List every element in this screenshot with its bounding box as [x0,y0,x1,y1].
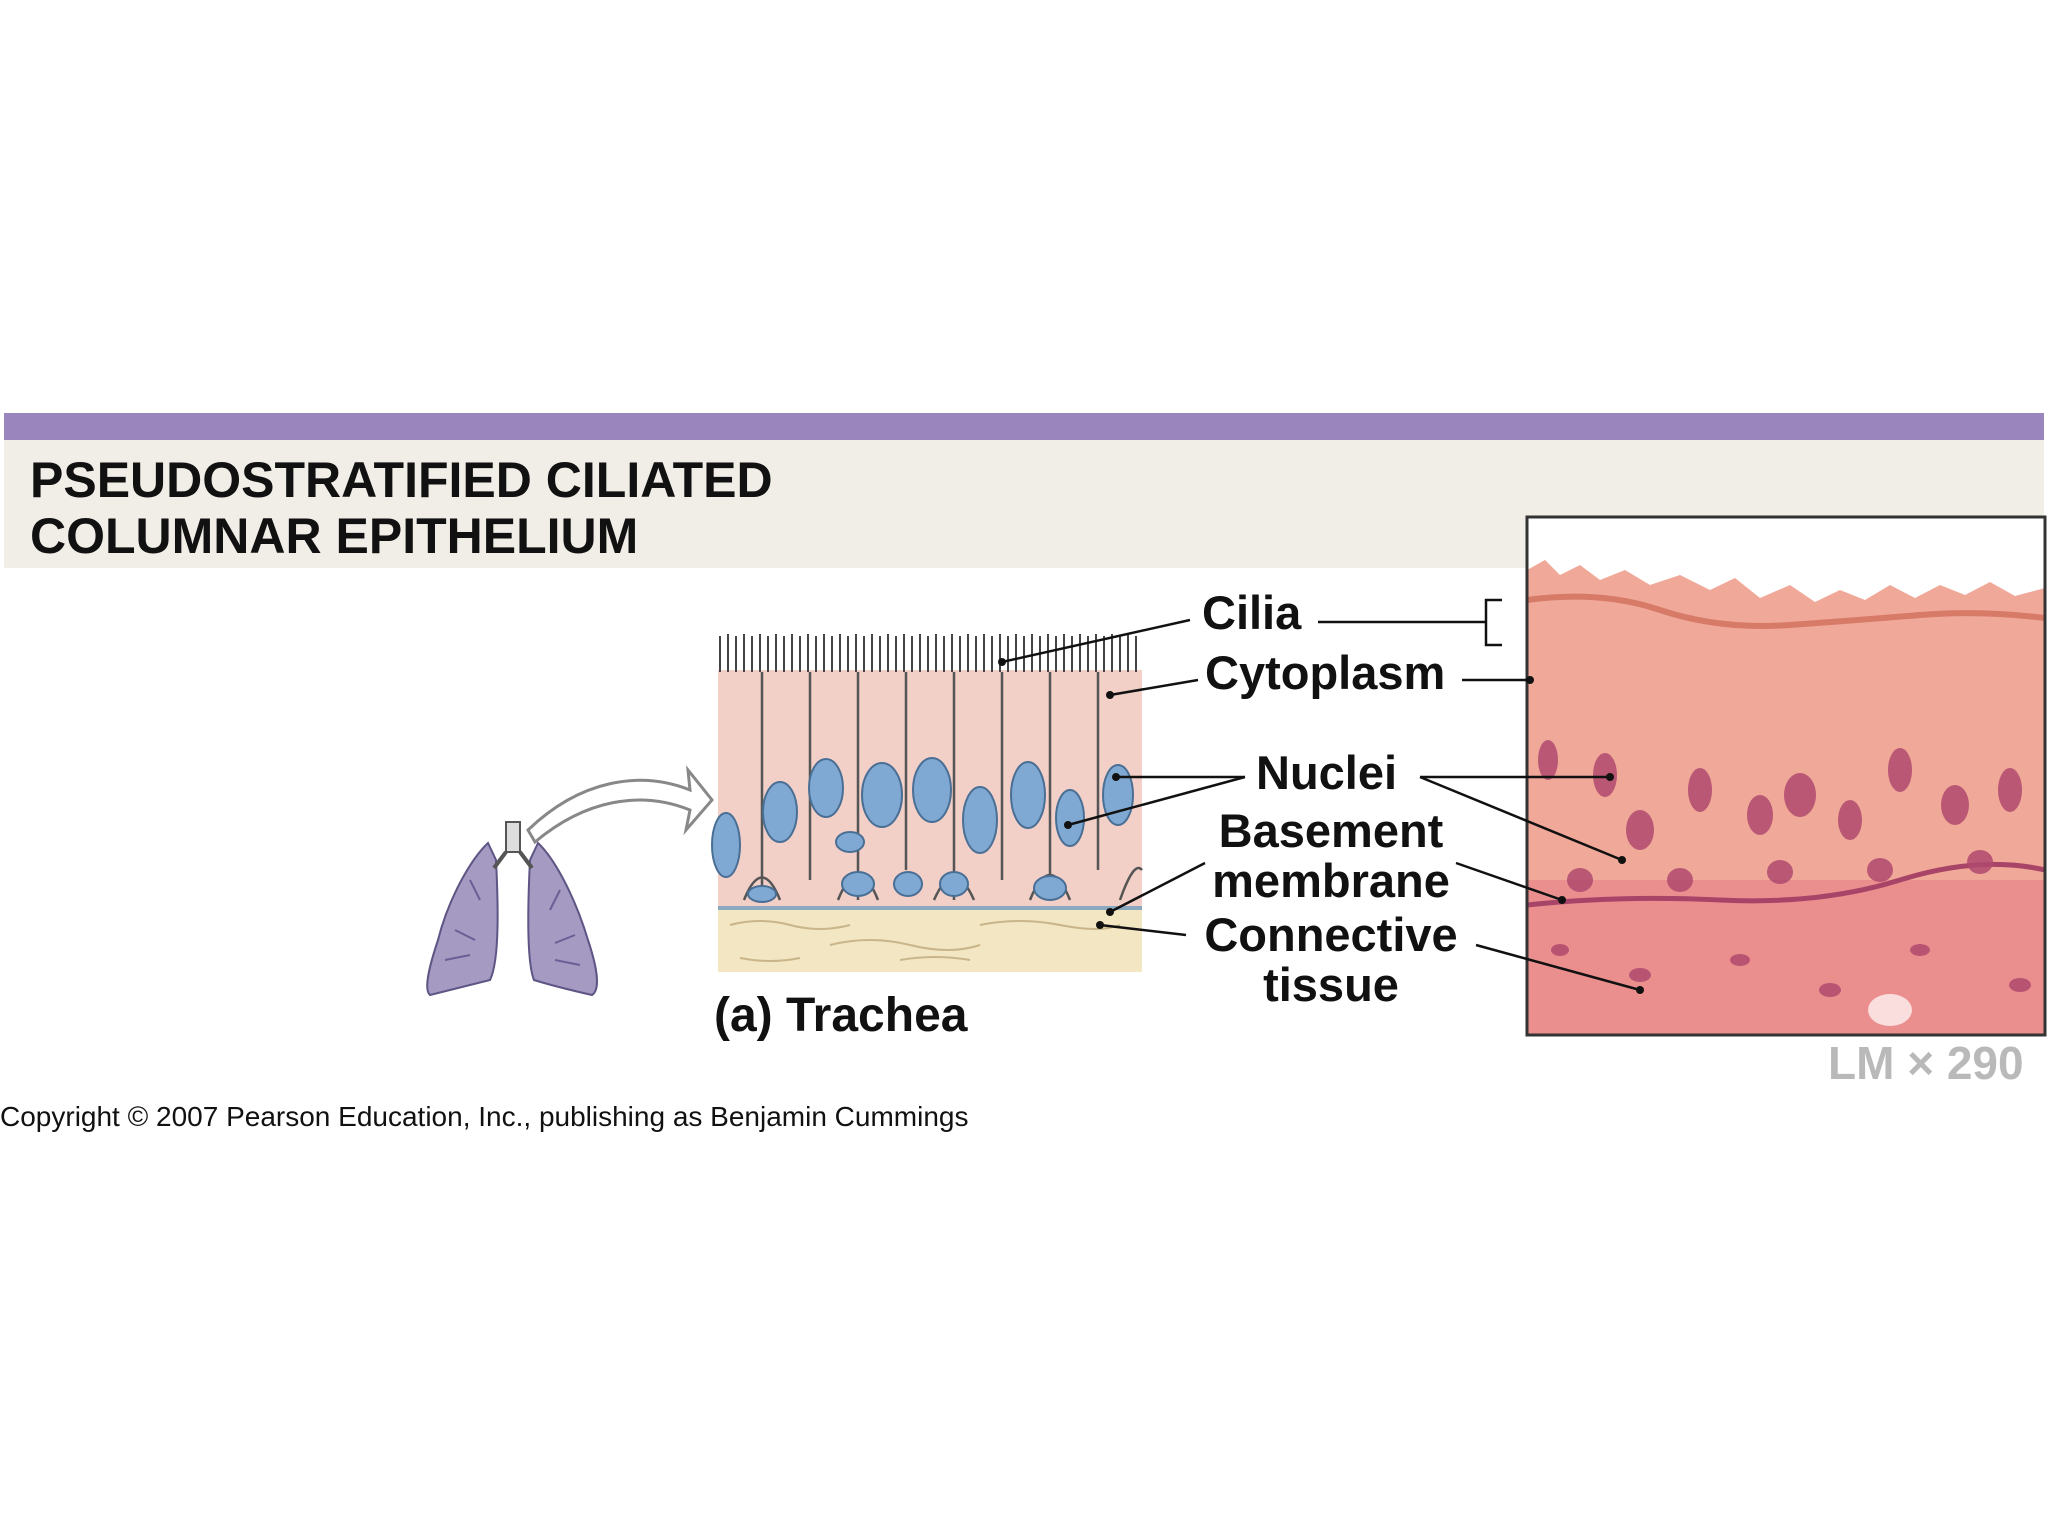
micrograph [1527,517,2045,1035]
micrograph-cilia-edge [1527,593,2045,629]
lungs-illustration [426,765,714,997]
label-basement-line2: membrane [1212,854,1450,907]
label-cytoplasm: Cytoplasm [1205,646,1446,699]
copyright-notice: Copyright © 2007 Pearson Education, Inc.… [0,1101,969,1132]
micrograph-basal-layer [1527,880,2045,1035]
micrograph-nuclei [1538,740,2031,997]
right-lung [527,841,598,997]
nuclei-leader-2 [1067,775,1246,827]
epithelium-illustration [711,634,1143,972]
label-connective-tissue: Connective tissue [1196,910,1466,1010]
page-title: PSEUDOSTRATIFIED CILIATED COLUMNAR EPITH… [30,452,773,564]
connective-micro-leader [1475,943,1641,992]
figure-caption: (a) Trachea [714,989,968,1042]
magnification-label: LM × 290 [1828,1037,2024,1089]
cilia-bracket [1484,598,1502,647]
basement-micro-leader [1455,861,1563,902]
label-basement-line1: Basement [1218,804,1444,857]
lung-veins [444,879,581,966]
connective-tissue-layer [718,910,1142,972]
micrograph-cyst [1868,994,1912,1026]
bronchi [492,850,534,870]
label-cilia: Cilia [1202,586,1302,639]
header-band [4,413,2044,440]
connective-fibers [729,920,1121,962]
label-connective-line2: tissue [1263,958,1399,1011]
left-lung [426,841,499,997]
nuclei-micro-leader-2 [1419,775,1623,862]
basement-leader [1109,861,1206,914]
trachea-tube [505,821,521,853]
label-basement-membrane: Basement membrane [1208,806,1454,906]
leader-lines [1001,598,1641,992]
cilia-row [719,634,1137,672]
title-line-2: COLUMNAR EPITHELIUM [30,508,639,564]
cilia-leader [1001,618,1191,664]
title-line-1: PSEUDOSTRATIFIED CILIATED [30,452,773,508]
label-connective-line1: Connective [1204,908,1458,961]
cytoplasm-leader [1109,678,1199,697]
label-nuclei: Nuclei [1256,746,1398,799]
leader-dots [998,658,1644,994]
zoom-arrow-icon [526,765,714,845]
connective-leader [1099,923,1187,937]
